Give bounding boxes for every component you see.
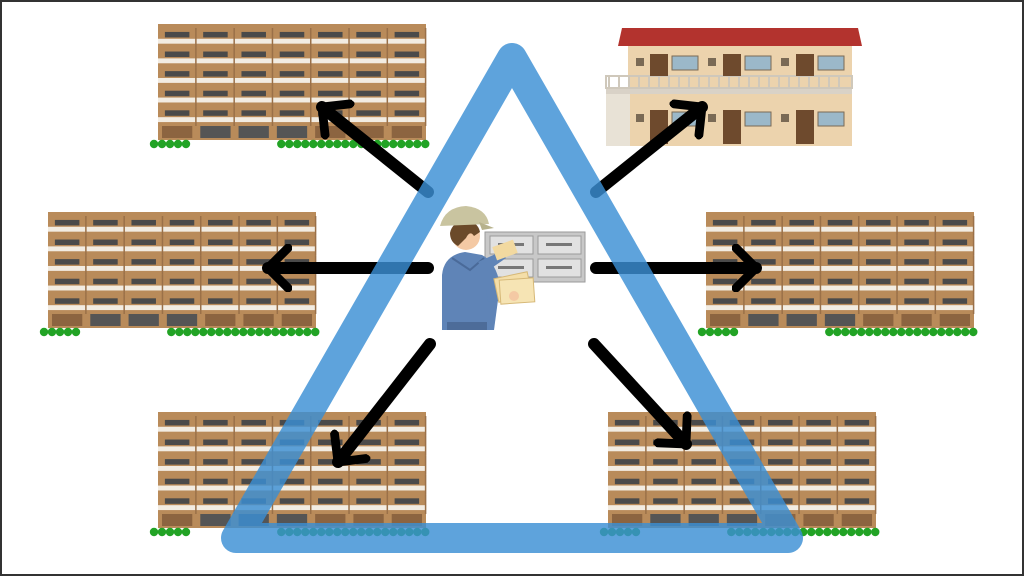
grass — [149, 139, 430, 149]
apartment-block — [697, 212, 978, 337]
buildings-layer — [39, 24, 978, 537]
mailbox-rack — [484, 231, 586, 283]
apartment-block — [39, 212, 320, 337]
grass — [697, 327, 978, 337]
arrow-down-right — [588, 338, 692, 450]
grass — [39, 327, 320, 337]
arrow-up-left — [316, 107, 434, 198]
apartment-block — [149, 24, 430, 149]
arrow-down-left — [338, 338, 436, 468]
triangle-outline — [221, 43, 803, 553]
two-story-apartment — [605, 28, 862, 146]
mail-carrier-figure — [440, 206, 586, 330]
arrow-up-right — [590, 107, 708, 198]
